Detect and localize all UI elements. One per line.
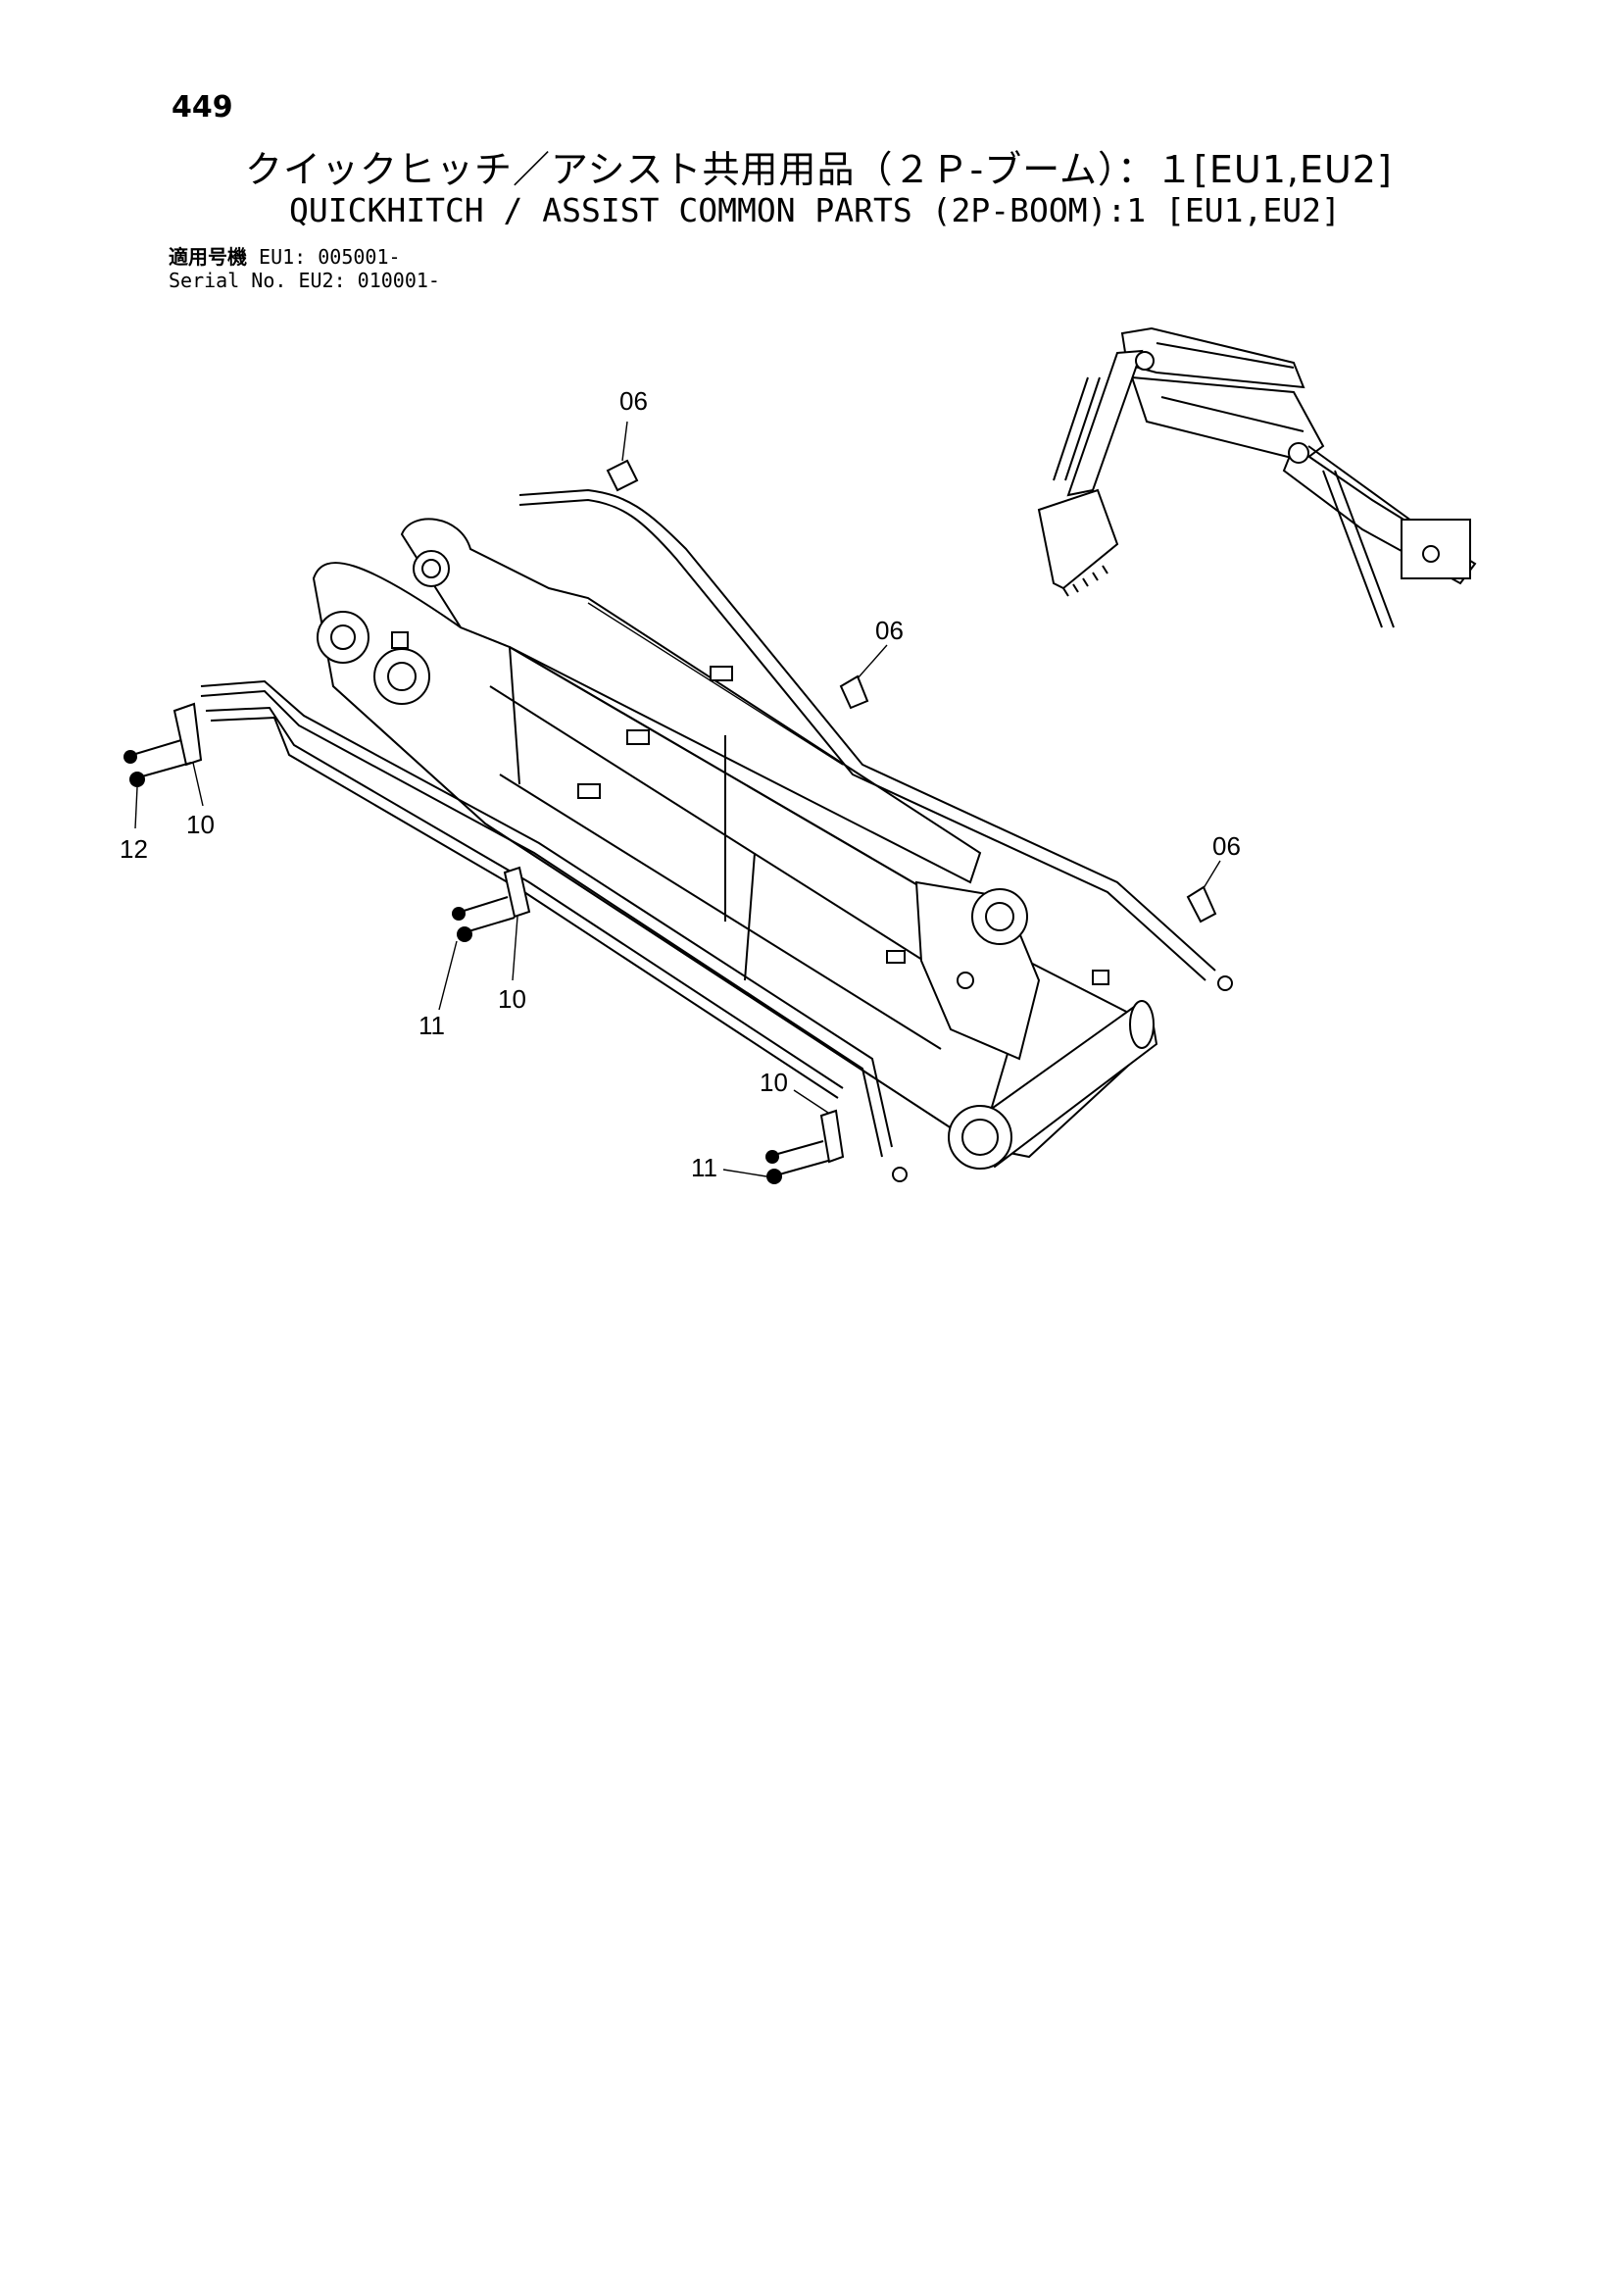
serial-applicability: 適用号機 EU1: 005001- Serial No. EU2: 010001… <box>169 245 440 292</box>
callout-10-center: 10 <box>498 984 526 1014</box>
callout-10-bottom: 10 <box>760 1068 788 1097</box>
hydraulic-pipes <box>200 488 1233 1182</box>
serial-eu1: EU1: 005001- <box>259 245 401 269</box>
clamps <box>172 459 1217 1164</box>
serial-eu2: EU2: 010001- <box>298 269 440 292</box>
bolts <box>123 739 829 1184</box>
callout-12: 12 <box>120 834 148 864</box>
serial-label-jp: 適用号機 <box>169 245 247 269</box>
title-english: QUICKHITCH / ASSIST COMMON PARTS (2P-BOO… <box>289 191 1341 229</box>
callout-10-left: 10 <box>186 810 215 839</box>
excavator-inset-illustration <box>1037 326 1477 628</box>
callout-06-middle: 06 <box>875 616 904 645</box>
callout-06-top: 06 <box>619 386 648 416</box>
callout-06-right: 06 <box>1212 831 1241 861</box>
leader-lines <box>134 421 1221 1177</box>
boom-structure <box>312 518 1158 1170</box>
callout-11-bottom: 11 <box>691 1153 717 1182</box>
page-number: 449 <box>172 90 233 125</box>
serial-label-en: Serial No. <box>169 269 287 292</box>
exploded-parts-diagram: 06 06 06 10 12 10 11 10 11 <box>120 326 1477 1184</box>
title-japanese: クイックヒッチ／アシスト共用用品（２Ｐ-ブーム）：１[EU1,EU2] <box>245 148 1393 191</box>
callout-11-center: 11 <box>418 1011 445 1040</box>
